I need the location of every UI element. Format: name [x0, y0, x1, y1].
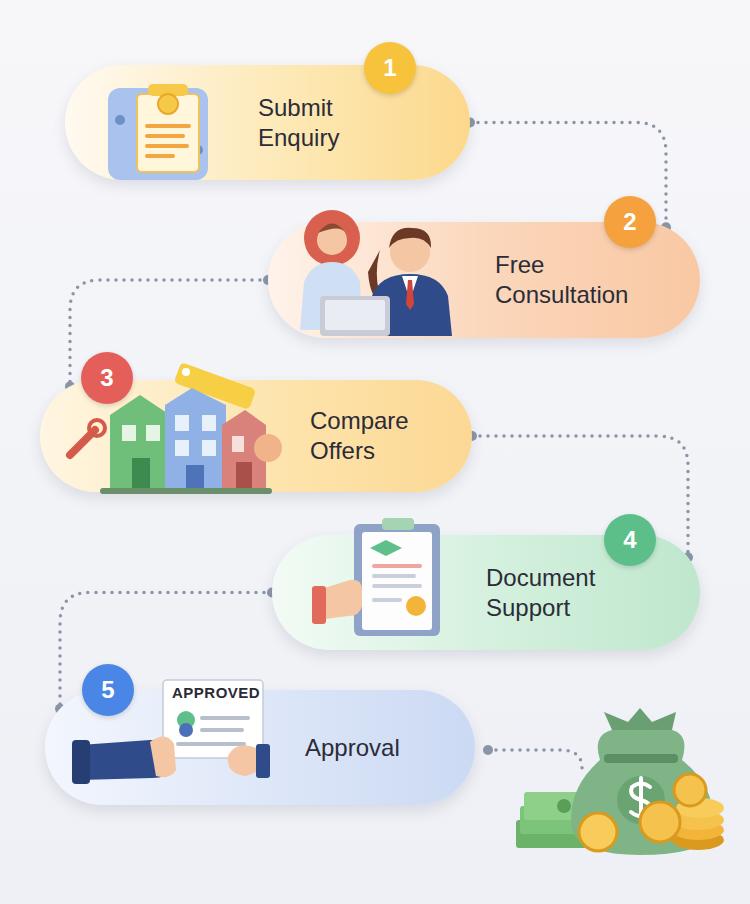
step-number-circle: 3 [81, 352, 133, 404]
step-number-circle: 1 [364, 42, 416, 94]
step-label: Submit Enquiry [258, 93, 398, 153]
consultant-figures [300, 210, 452, 336]
step-number: 1 [383, 54, 396, 82]
houses-illustration [70, 362, 282, 494]
clipboard-icon [108, 84, 208, 180]
step-label: Compare Offers [310, 406, 440, 466]
step-number-circle: 2 [604, 196, 656, 248]
connector-dot [483, 745, 493, 755]
step-number-circle: 5 [82, 664, 134, 716]
money-illustration [516, 708, 724, 855]
step-label: Document Support [486, 563, 636, 623]
step-label: Free Consultation [495, 250, 670, 310]
money-connector [488, 750, 582, 768]
step-number-circle: 4 [604, 514, 656, 566]
step-number: 5 [101, 676, 114, 704]
approval-illustration [72, 680, 270, 784]
step-number: 3 [100, 364, 113, 392]
step-label: Approval [305, 733, 400, 763]
stamp-text: APPROVED [172, 684, 260, 701]
step-number: 4 [623, 526, 636, 554]
document-illustration [312, 518, 440, 636]
step-number: 2 [623, 208, 636, 236]
stamp-holder: APPROVED [172, 684, 260, 702]
